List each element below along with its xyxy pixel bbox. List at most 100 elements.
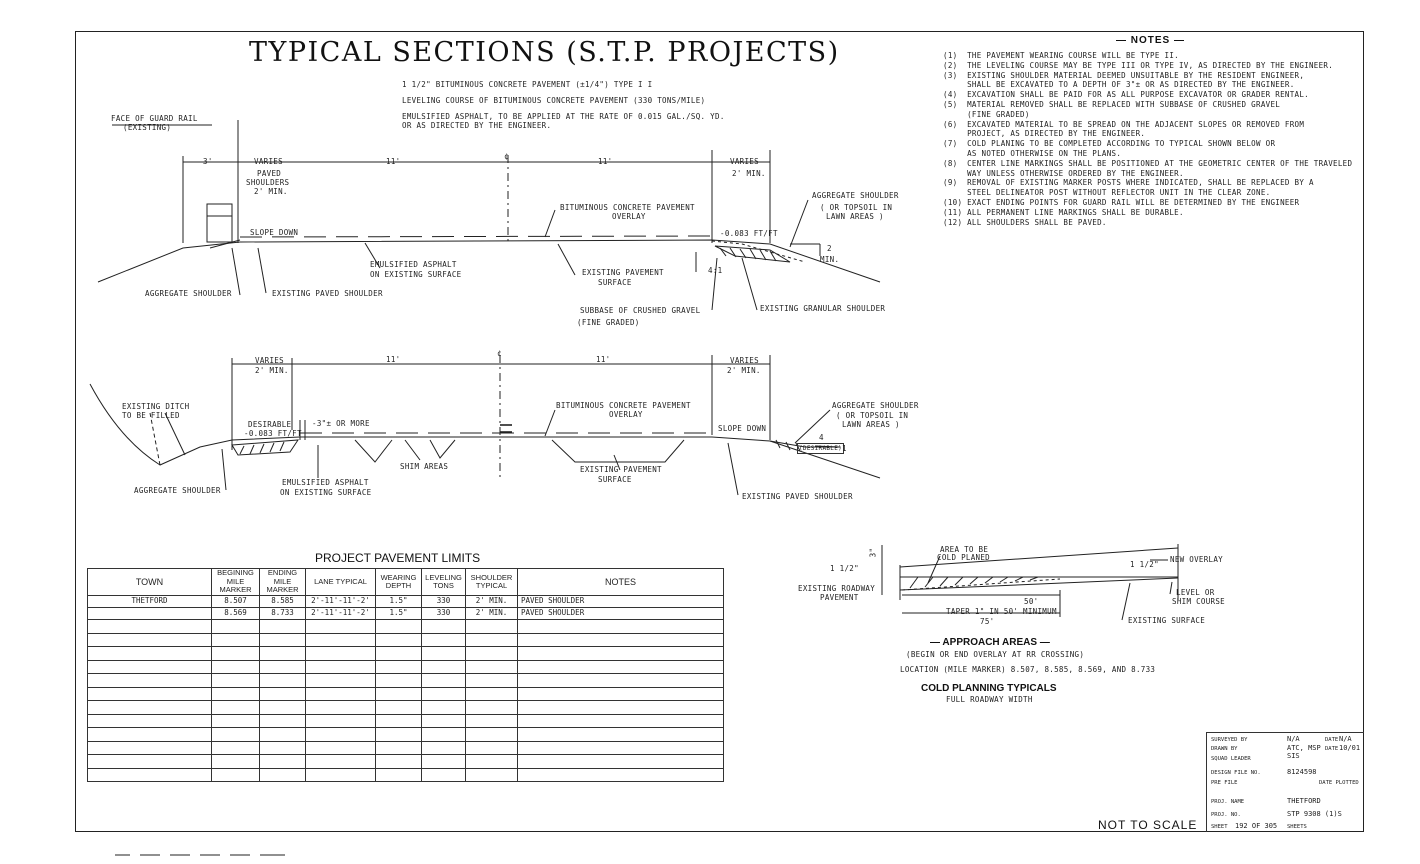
table-row-blank	[87, 646, 724, 661]
tb-design-label: DESIGN FILE NO.	[1211, 770, 1261, 776]
cp-area-to-be: AREA TO BE	[940, 545, 989, 554]
table-cell	[87, 607, 212, 620]
table-cell	[465, 646, 518, 661]
table-cell	[305, 713, 376, 728]
table-cell	[375, 646, 422, 661]
tb-squad-value: SIS	[1287, 752, 1300, 760]
table-cell	[305, 740, 376, 755]
col-header: LANE TYPICAL	[305, 568, 376, 596]
cp-location: LOCATION (MILE MARKER) 8.507, 8.585, 8.5…	[900, 665, 1156, 674]
col-header: WEARING DEPTH	[375, 568, 422, 596]
table-cell	[259, 646, 306, 661]
note-item: (4) EXCAVATION SHALL BE PAID FOR AS ALL …	[943, 90, 1309, 100]
table-cell: 1.5"	[375, 607, 422, 620]
s2-ratio-4: 4	[819, 433, 824, 442]
table-cell	[421, 727, 466, 742]
table-cell	[375, 740, 422, 755]
legend-line-1: 1 1/2" BITUMINOUS CONCRETE PAVEMENT (±1/…	[402, 80, 653, 89]
table-cell	[517, 754, 724, 769]
s2-slope-val: -0.083 FT/FT	[244, 429, 302, 438]
dim-lane-left: 11'	[386, 157, 401, 166]
s2-on-existing: ON EXISTING SURFACE	[280, 488, 372, 497]
label-4-1: 4:1	[708, 266, 723, 275]
table-cell	[259, 632, 306, 647]
table-cell	[375, 686, 422, 701]
tb-date-label: DATE	[1325, 737, 1339, 743]
table-cell	[421, 632, 466, 647]
label-varies-right: VARIES	[730, 157, 759, 166]
table-cell	[465, 659, 518, 674]
label-existing-granular: EXISTING GRANULAR SHOULDER	[760, 304, 886, 313]
table-cell	[375, 754, 422, 769]
note-item: (FINE GRADED)	[943, 109, 1030, 119]
table-cell	[305, 754, 376, 769]
table-cell	[259, 754, 306, 769]
cold-planning-title: COLD PLANNING TYPICALS	[921, 683, 1057, 694]
note-item: SHALL BE EXCAVATED TO A DEPTH OF 3"± OR …	[943, 80, 1295, 90]
note-item: STEEL DELINEATOR POST WITHOUT REFLECTOR …	[943, 188, 1271, 198]
legend-line-3: EMULSIFIED ASPHALT, TO BE APPLIED AT THE…	[402, 112, 725, 121]
table-cell	[517, 659, 724, 674]
cp-3in: 3"	[868, 547, 878, 558]
cp-1-half-left: 1 1/2"	[830, 564, 859, 573]
s2-to-be-filled: TO BE FILLED	[122, 411, 180, 420]
label-ratio-min: MIN.	[820, 255, 840, 264]
cp-existing-roadway: EXISTING ROADWAY	[798, 584, 876, 593]
col-header: LEVELING TONS	[421, 568, 466, 596]
tb-proj-no-label: PROJ. NO.	[1211, 812, 1241, 818]
tb-pre-file: PRE FILE	[1211, 780, 1238, 786]
tb-sheet-label: SHEET	[1211, 824, 1228, 830]
dim-lane-right: 11'	[598, 157, 613, 166]
table-row-blank	[87, 619, 724, 634]
label-fine-graded: (FINE GRADED)	[577, 318, 640, 327]
s2-overlay: OVERLAY	[609, 410, 643, 419]
cp-full-roadway: FULL ROADWAY WIDTH	[946, 695, 1033, 704]
table-cell: THETFORD	[87, 595, 212, 608]
note-item: (5) MATERIAL REMOVED SHALL BE REPLACED W…	[943, 99, 1281, 109]
tb-proj-name-label: PROJ. NAME	[1211, 799, 1245, 805]
table-cell	[421, 713, 466, 728]
s2-lane-right: 11'	[596, 355, 611, 364]
label-varies: VARIES	[254, 157, 283, 166]
tb-drawn-label: DRAWN BY	[1211, 746, 1238, 752]
table-cell: 2' MIN.	[465, 595, 518, 608]
table-cell	[305, 686, 376, 701]
tb-date2-value: 10/01	[1339, 744, 1361, 752]
note-item: (1) THE PAVEMENT WEARING COURSE WILL BE …	[943, 51, 1179, 60]
label-face-guard-rail: FACE OF GUARD RAIL	[111, 114, 198, 123]
not-to-scale-label: NOT TO SCALE	[1098, 818, 1198, 832]
s2-topsoil: ( OR TOPSOIL IN	[836, 411, 909, 420]
table-cell	[421, 646, 466, 661]
label-topsoil: ( OR TOPSOIL IN	[820, 203, 893, 212]
table-cell	[375, 659, 422, 674]
cp-pavement: PAVEMENT	[820, 593, 859, 602]
note-item: (3) EXISTING SHOULDER MATERIAL DEEMED UN…	[943, 70, 1305, 80]
table-cell: PAVED SHOULDER	[517, 595, 724, 608]
cp-cold-planed: COLD PLANED	[937, 553, 990, 562]
table-cell	[465, 700, 518, 715]
tb-proj-name-value: THETFORD	[1287, 797, 1321, 805]
table-cell	[259, 727, 306, 742]
table-cell	[375, 713, 422, 728]
table-cell	[421, 754, 466, 769]
label-lawn-areas: LAWN AREAS )	[826, 212, 884, 221]
notes-title: — NOTES —	[1116, 35, 1186, 46]
table-cell	[211, 673, 260, 688]
legend-line-4: OR AS DIRECTED BY THE ENGINEER.	[402, 121, 552, 130]
note-item: AS NOTED OTHERWISE ON THE PLANS.	[943, 148, 1122, 158]
tb-sheet-value: 192 OF 305	[1235, 822, 1278, 830]
s2-lawn: LAWN AREAS )	[842, 420, 900, 429]
s2-centerline: ¢	[497, 349, 502, 358]
table-cell	[517, 632, 724, 647]
tb-date-value: N/A	[1339, 735, 1352, 743]
label-overlay: OVERLAY	[612, 212, 646, 221]
table-cell	[87, 767, 212, 782]
table-body: THETFORD 8.507 8.585 2'-11'-11'-2' 1.5" …	[87, 595, 724, 782]
table-row-blank	[87, 673, 724, 688]
table-cell	[305, 659, 376, 674]
table-cell	[87, 673, 212, 688]
table-cell	[259, 740, 306, 755]
label-surface: SURFACE	[598, 278, 632, 287]
label-2-min: 2' MIN.	[254, 187, 288, 196]
table-cell	[517, 619, 724, 634]
